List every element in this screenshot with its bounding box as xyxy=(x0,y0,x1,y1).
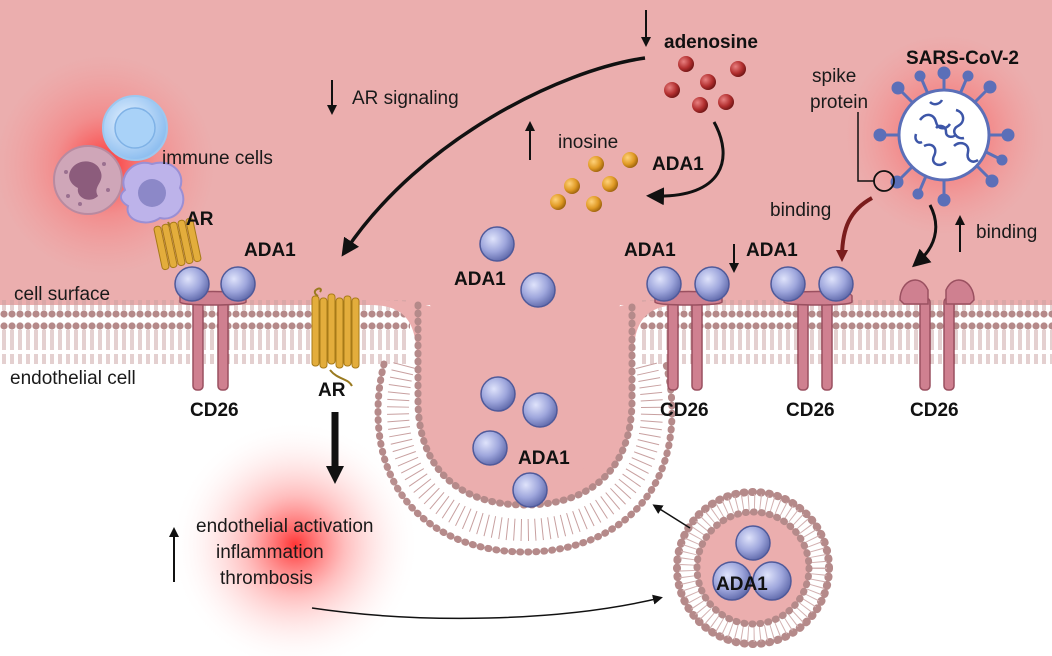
membrane-right xyxy=(640,300,1052,364)
ada1-vesicle-label: ADA1 xyxy=(716,574,768,595)
spike-label-line1: spike xyxy=(812,66,856,87)
ada1-conversion-label: ADA1 xyxy=(652,154,704,175)
cd26-right1-label: CD26 xyxy=(660,400,709,421)
cd26-left-label: CD26 xyxy=(190,400,239,421)
ar-signaling-label: AR signaling xyxy=(352,88,459,109)
adenosine-to-ar-arrow xyxy=(341,56,646,257)
spike-label-line2: protein xyxy=(810,92,868,113)
spike-callout xyxy=(857,112,895,192)
outcome-glow xyxy=(170,420,420,656)
immune-cells-group xyxy=(53,95,185,224)
adenosine-label: adenosine xyxy=(664,32,758,53)
ar-receptor-immune xyxy=(153,217,202,271)
ada1-right2-label: ADA1 xyxy=(746,240,798,261)
outcome-to-vesicle-arrow xyxy=(311,594,663,620)
ada1-conversion-arrow xyxy=(646,121,725,206)
ada1-left-label: ADA1 xyxy=(244,240,296,261)
ada1-right1-label: ADA1 xyxy=(624,240,676,261)
endothelial-cell-label: endothelial cell xyxy=(10,368,136,389)
ada1-pit-label: ADA1 xyxy=(518,448,570,469)
cd26-right3-label: CD26 xyxy=(910,400,959,421)
arrows xyxy=(169,10,965,620)
outcome-line2: inflammation xyxy=(216,542,324,563)
ada1-spheres-soluble xyxy=(472,226,558,508)
ar-receptor-membrane xyxy=(311,287,360,387)
binding-left-label: binding xyxy=(770,200,831,221)
ar-membrane-label: AR xyxy=(318,380,346,401)
virus-to-cd26-arrow xyxy=(911,204,938,268)
cell-surface-label: cell surface xyxy=(14,284,110,305)
sars-cov-2-virion-icon xyxy=(873,66,1015,207)
outcome-line3: thrombosis xyxy=(220,568,313,589)
outcome-line1: endothelial activation xyxy=(196,516,373,537)
vesicle xyxy=(673,488,833,648)
pit-outer-heads xyxy=(374,360,676,556)
inosine-molecules xyxy=(550,152,638,212)
sars-cov-2-label: SARS-CoV-2 xyxy=(906,48,1019,69)
adenosine-molecules xyxy=(664,56,746,113)
immune-cells-label: immune cells xyxy=(162,148,273,169)
inosine-label: inosine xyxy=(558,132,618,153)
vesicle-to-pit-arrow xyxy=(652,504,691,529)
ada1-spheres-membrane xyxy=(174,266,854,302)
spike-binding-arrow xyxy=(836,196,873,262)
ar-immune-label: AR xyxy=(186,209,214,230)
binding-right-label: binding xyxy=(976,222,1037,243)
cd26-right2-label: CD26 xyxy=(786,400,835,421)
ada1-soluble-label: ADA1 xyxy=(454,269,506,290)
